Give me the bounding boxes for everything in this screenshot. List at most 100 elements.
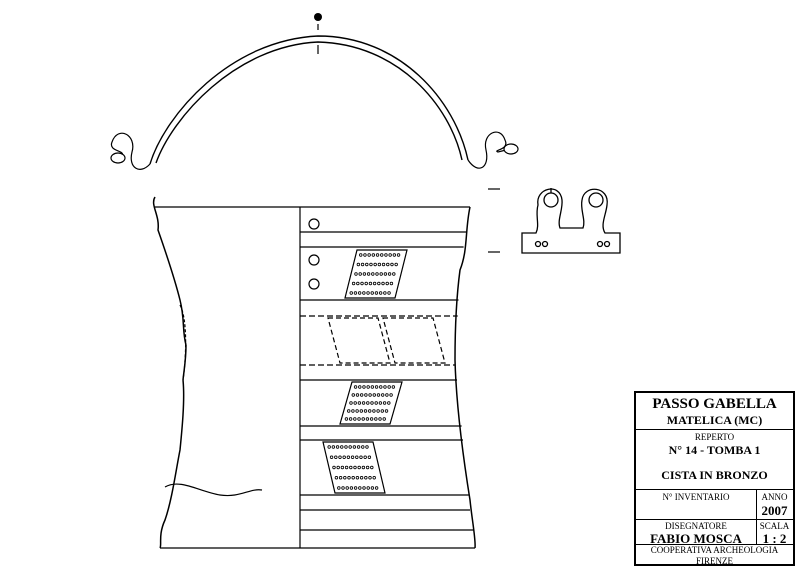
panel-dot: [371, 272, 375, 276]
panel-dot: [362, 291, 366, 295]
panel-dot: [388, 253, 392, 257]
site-location: MATELICA (MC): [666, 413, 763, 427]
panel-dot: [360, 281, 364, 286]
panel-dot: [374, 291, 379, 295]
title-site-row: PASSO GABELLA MATELICA (MC): [636, 393, 793, 430]
panel-dot: [344, 465, 349, 470]
panel-dot: [335, 445, 340, 449]
panel-dot: [371, 253, 376, 257]
panel-outline: [327, 317, 391, 364]
panel-dot: [329, 455, 334, 459]
panel-dot: [370, 291, 374, 295]
panel-dot: [375, 253, 380, 257]
panel-dot: [359, 409, 364, 413]
panel-dot: [368, 281, 373, 286]
panel-dot: [359, 455, 363, 459]
panel-dot: [369, 262, 373, 267]
title-inventory-row: N° INVENTARIO ANNO 2007: [636, 490, 793, 520]
panel-dot: [345, 486, 349, 490]
panel-dot: [351, 393, 355, 397]
panel-dot: [347, 409, 351, 413]
panel-dot: [355, 455, 359, 459]
panel-dot: [366, 272, 371, 276]
panel-dot: [378, 291, 383, 295]
panel-dot: [385, 393, 389, 397]
panel-dot: [365, 465, 370, 470]
panel-dot: [342, 455, 346, 459]
panel-dot: [363, 409, 368, 413]
panel-dot: [346, 455, 351, 459]
panel-dot: [372, 476, 376, 480]
drafter-label: DISEGNATORE: [665, 521, 727, 531]
panel-dot: [370, 465, 374, 470]
panel-dot: [327, 445, 331, 449]
panel-dot: [389, 281, 394, 286]
panel-dot: [374, 486, 379, 490]
panel-dot: [359, 393, 364, 397]
panel-dot: [386, 262, 390, 267]
panel-dot: [357, 291, 362, 295]
panel-dot: [349, 401, 353, 405]
panel-dot: [378, 401, 383, 405]
panel-outline: [382, 317, 446, 364]
panel-dot: [362, 486, 366, 490]
panel-dot: [361, 401, 366, 405]
title-drafter-row: DISEGNATORE FABIO MOSCA SCALA 1 : 2: [636, 520, 793, 545]
panel-dot: [364, 476, 368, 480]
panel-dot: [394, 262, 398, 267]
panel-dot: [358, 486, 362, 490]
panel-outline: [322, 441, 386, 494]
decorated-panel: [344, 249, 408, 299]
panel-dot: [396, 253, 401, 257]
panel-dot: [348, 445, 352, 449]
panel-dot: [361, 445, 365, 449]
panel-dot: [376, 409, 380, 413]
panel-dot: [336, 465, 340, 470]
org-line2: FIRENZE: [696, 556, 733, 566]
panel-dot: [348, 417, 353, 421]
panel-dot: [379, 385, 383, 389]
dimension-ticks: [488, 188, 500, 253]
panel-dot: [355, 476, 360, 480]
panel-dot: [373, 262, 377, 267]
panel-dot: [341, 486, 345, 490]
panel-dot: [332, 465, 336, 470]
panel-dot: [387, 272, 392, 276]
scale-label: SCALA: [759, 521, 790, 531]
panel-dot: [360, 262, 365, 267]
panel-dot: [385, 281, 389, 286]
panel-dot: [363, 455, 367, 459]
panel-dot: [384, 409, 389, 413]
panel-dot: [363, 253, 367, 257]
panel-dot: [350, 455, 355, 459]
panel-dot: [355, 393, 360, 397]
panel-dot: [374, 401, 378, 405]
panel-dot: [351, 281, 356, 286]
panel-dot: [368, 409, 372, 413]
panel-dot: [349, 486, 354, 490]
panel-dot: [356, 262, 361, 267]
panel-dot: [383, 291, 387, 295]
panel-dot: [391, 385, 396, 389]
panel-dot: [353, 385, 358, 389]
panel-dot: [390, 262, 394, 267]
title-object-row: REPERTO N° 14 - TOMBA 1 CISTA IN BRONZO: [636, 430, 793, 490]
panel-dot: [380, 393, 385, 397]
panel-dot: [367, 253, 371, 257]
panel-dot: [343, 476, 347, 480]
title-org-row: COOPERATIVA ARCHEOLOGIA FIRENZE: [636, 545, 793, 566]
panel-dot: [337, 486, 341, 490]
panel-dot: [372, 409, 376, 413]
reperto-value: N° 14 - TOMBA 1: [668, 443, 761, 457]
panel-dot: [383, 385, 387, 389]
panel-dot: [344, 445, 348, 449]
panel-dot: [372, 393, 376, 397]
inventory-label: N° INVENTARIO: [662, 492, 730, 502]
panel-dot: [338, 455, 342, 459]
panel-dot: [364, 281, 368, 286]
panel-dot: [387, 291, 391, 295]
panel-dot: [380, 409, 385, 413]
panel-dot: [357, 417, 361, 421]
panel-dot: [359, 253, 363, 257]
